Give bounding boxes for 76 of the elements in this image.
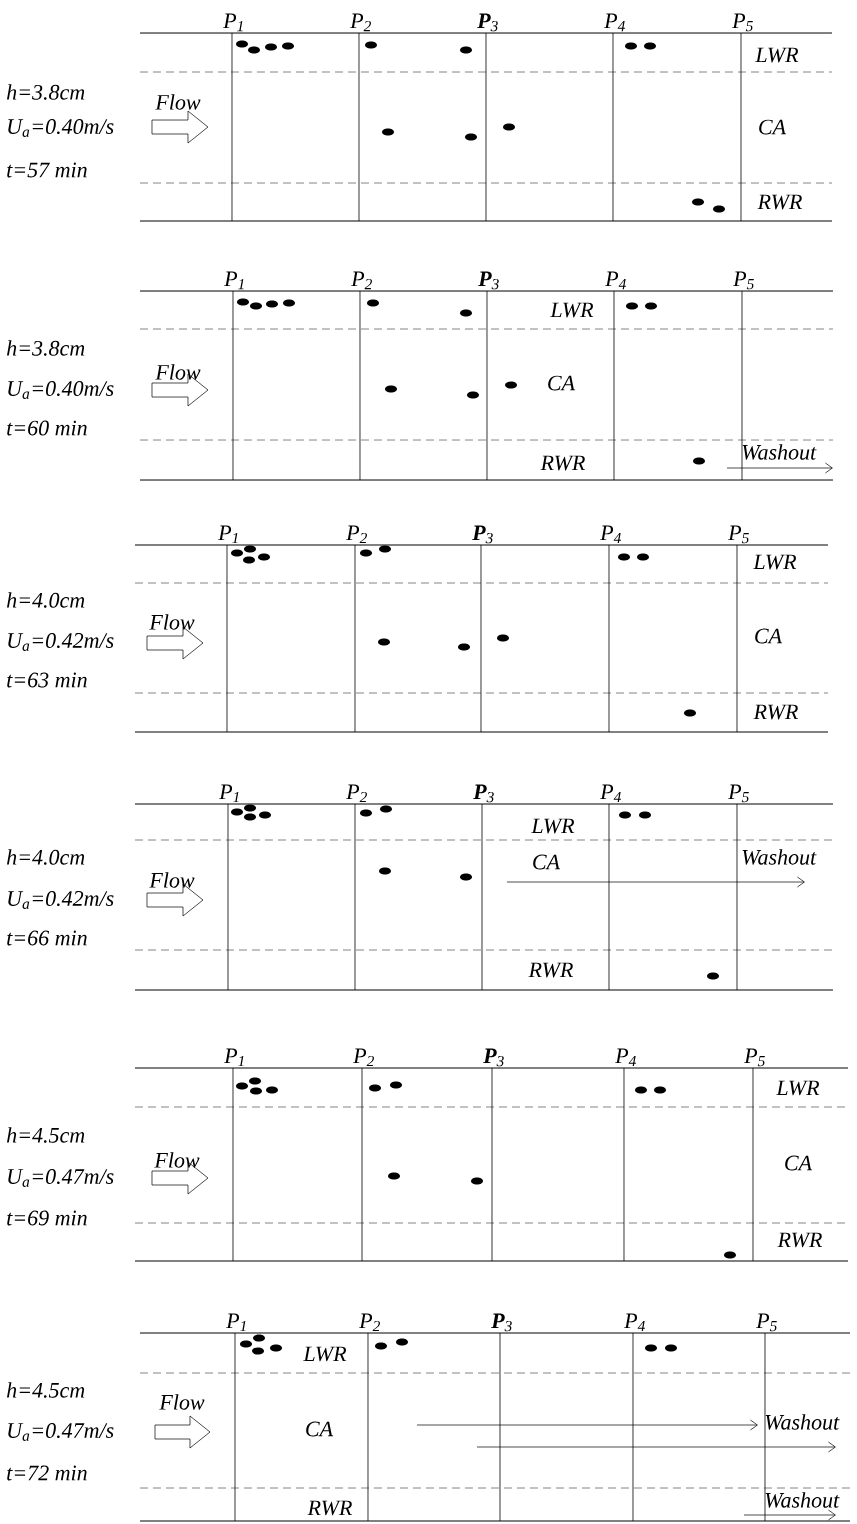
section-label: P$_{5}$: [733, 271, 754, 290]
region-label: LWR: [753, 554, 797, 570]
parameter-label: t=69 min: [7, 1210, 87, 1226]
section-label: P$_{1}$: [224, 1048, 244, 1067]
region-label: RWR: [777, 1232, 823, 1248]
parameter-label: h=4.5cm: [7, 1127, 85, 1143]
region-label: LWR: [550, 302, 594, 318]
section-label: P$_{5}$: [756, 1313, 777, 1332]
region-label: RWR: [307, 1500, 353, 1516]
region-label: CA: [785, 1155, 813, 1171]
region-label: LWR: [303, 1346, 347, 1362]
washout-label: Washout: [765, 1492, 840, 1508]
section-label: P$_{5}$: [728, 784, 749, 803]
region-label: CA: [533, 854, 561, 870]
parameter-label: t=63 min: [7, 672, 87, 688]
washout-label: Washout: [765, 1414, 840, 1430]
section-label: P$_{5}$: [732, 13, 753, 32]
section-label: P$_{1}$: [226, 1313, 246, 1332]
parameter-label: U$_{a}$=0.42m/s: [8, 633, 114, 651]
region-label: CA: [306, 1421, 334, 1437]
parameter-label: h=4.0cm: [7, 849, 85, 865]
parameter-label: U$_{a}$=0.47m/s: [8, 1423, 114, 1441]
region-label: CA: [755, 628, 783, 644]
section-label: P$_{4}$: [615, 1048, 636, 1067]
section-label: P$_{4}$: [600, 525, 621, 544]
section-label: P$_{1}$: [219, 784, 239, 803]
flow-label: Flow: [154, 1152, 200, 1168]
parameter-label: t=72 min: [7, 1465, 87, 1481]
section-label: P$_{1}$: [223, 13, 243, 32]
section-label: P$_{2}$: [346, 784, 367, 803]
section-label: P$_{3}$: [473, 784, 494, 803]
parameter-label: h=4.0cm: [7, 592, 85, 608]
parameter-label: U$_{a}$=0.40m/s: [8, 381, 114, 399]
flow-label: Flow: [155, 364, 201, 380]
section-label: P$_{3}$: [478, 271, 499, 290]
parameter-label: h=3.8cm: [7, 340, 85, 356]
flow-label: Flow: [149, 614, 195, 630]
region-label: RWR: [540, 455, 586, 471]
section-label: P$_{2}$: [353, 1048, 374, 1067]
washout-label: Washout: [742, 849, 817, 865]
section-label: P$_{5}$: [728, 525, 749, 544]
parameter-label: t=60 min: [7, 420, 87, 436]
region-label: CA: [759, 119, 787, 135]
section-label: P$_{2}$: [350, 13, 371, 32]
parameter-label: t=66 min: [7, 930, 87, 946]
region-label: RWR: [757, 194, 803, 210]
section-label: P$_{2}$: [351, 271, 372, 290]
section-label: P$_{3}$: [483, 1048, 504, 1067]
parameter-label: h=4.5cm: [7, 1382, 85, 1398]
section-label: P$_{2}$: [346, 525, 367, 544]
section-label: P$_{4}$: [604, 13, 625, 32]
section-label: P$_{4}$: [624, 1313, 645, 1332]
section-label: P$_{3}$: [472, 525, 493, 544]
region-label: LWR: [776, 1080, 820, 1096]
region-label: LWR: [531, 818, 575, 834]
parameter-label: U$_{a}$=0.47m/s: [8, 1169, 114, 1187]
flow-label: Flow: [149, 872, 195, 888]
region-label: RWR: [753, 704, 799, 720]
parameter-label: t=57 min: [7, 162, 87, 178]
section-label: P$_{2}$: [359, 1313, 380, 1332]
parameter-label: U$_{a}$=0.40m/s: [8, 119, 114, 137]
region-label: LWR: [755, 47, 799, 63]
section-label: P$_{1}$: [218, 525, 238, 544]
parameter-label: h=3.8cm: [7, 84, 85, 100]
flow-label: Flow: [155, 94, 201, 110]
region-label: RWR: [528, 962, 574, 978]
parameter-label: U$_{a}$=0.42m/s: [8, 891, 114, 909]
section-label: P$_{3}$: [477, 13, 498, 32]
section-label: P$_{4}$: [600, 784, 621, 803]
region-label: CA: [548, 375, 576, 391]
washout-label: Washout: [742, 444, 817, 460]
section-label: P$_{1}$: [224, 271, 244, 290]
section-label: P$_{5}$: [744, 1048, 765, 1067]
flow-label: Flow: [159, 1394, 205, 1410]
section-label: P$_{3}$: [491, 1313, 512, 1332]
section-label: P$_{4}$: [605, 271, 626, 290]
